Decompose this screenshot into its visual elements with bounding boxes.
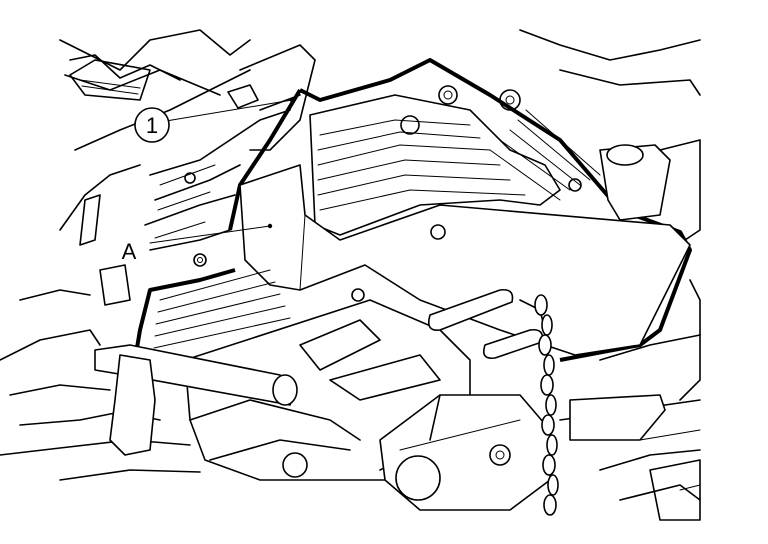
strut-coil <box>69 44 316 151</box>
jack-plate <box>239 164 691 356</box>
callout-1-label: 1 <box>146 113 158 138</box>
right-bracket <box>569 144 671 441</box>
callout-1: 1 <box>134 107 170 143</box>
leader-dot-1 <box>289 97 295 103</box>
transmission-pan <box>133 58 692 362</box>
callout-a: A <box>122 239 137 264</box>
callout-1-circle <box>134 107 170 143</box>
safety-chain <box>534 294 559 516</box>
jack-frame <box>184 299 551 511</box>
left-bracket-stack <box>79 109 291 287</box>
callout-a-label: A <box>122 239 137 264</box>
lift-tube <box>94 264 298 456</box>
leader-dot-a <box>267 223 273 229</box>
lower-fins <box>153 269 291 349</box>
leader-lines <box>149 97 295 244</box>
